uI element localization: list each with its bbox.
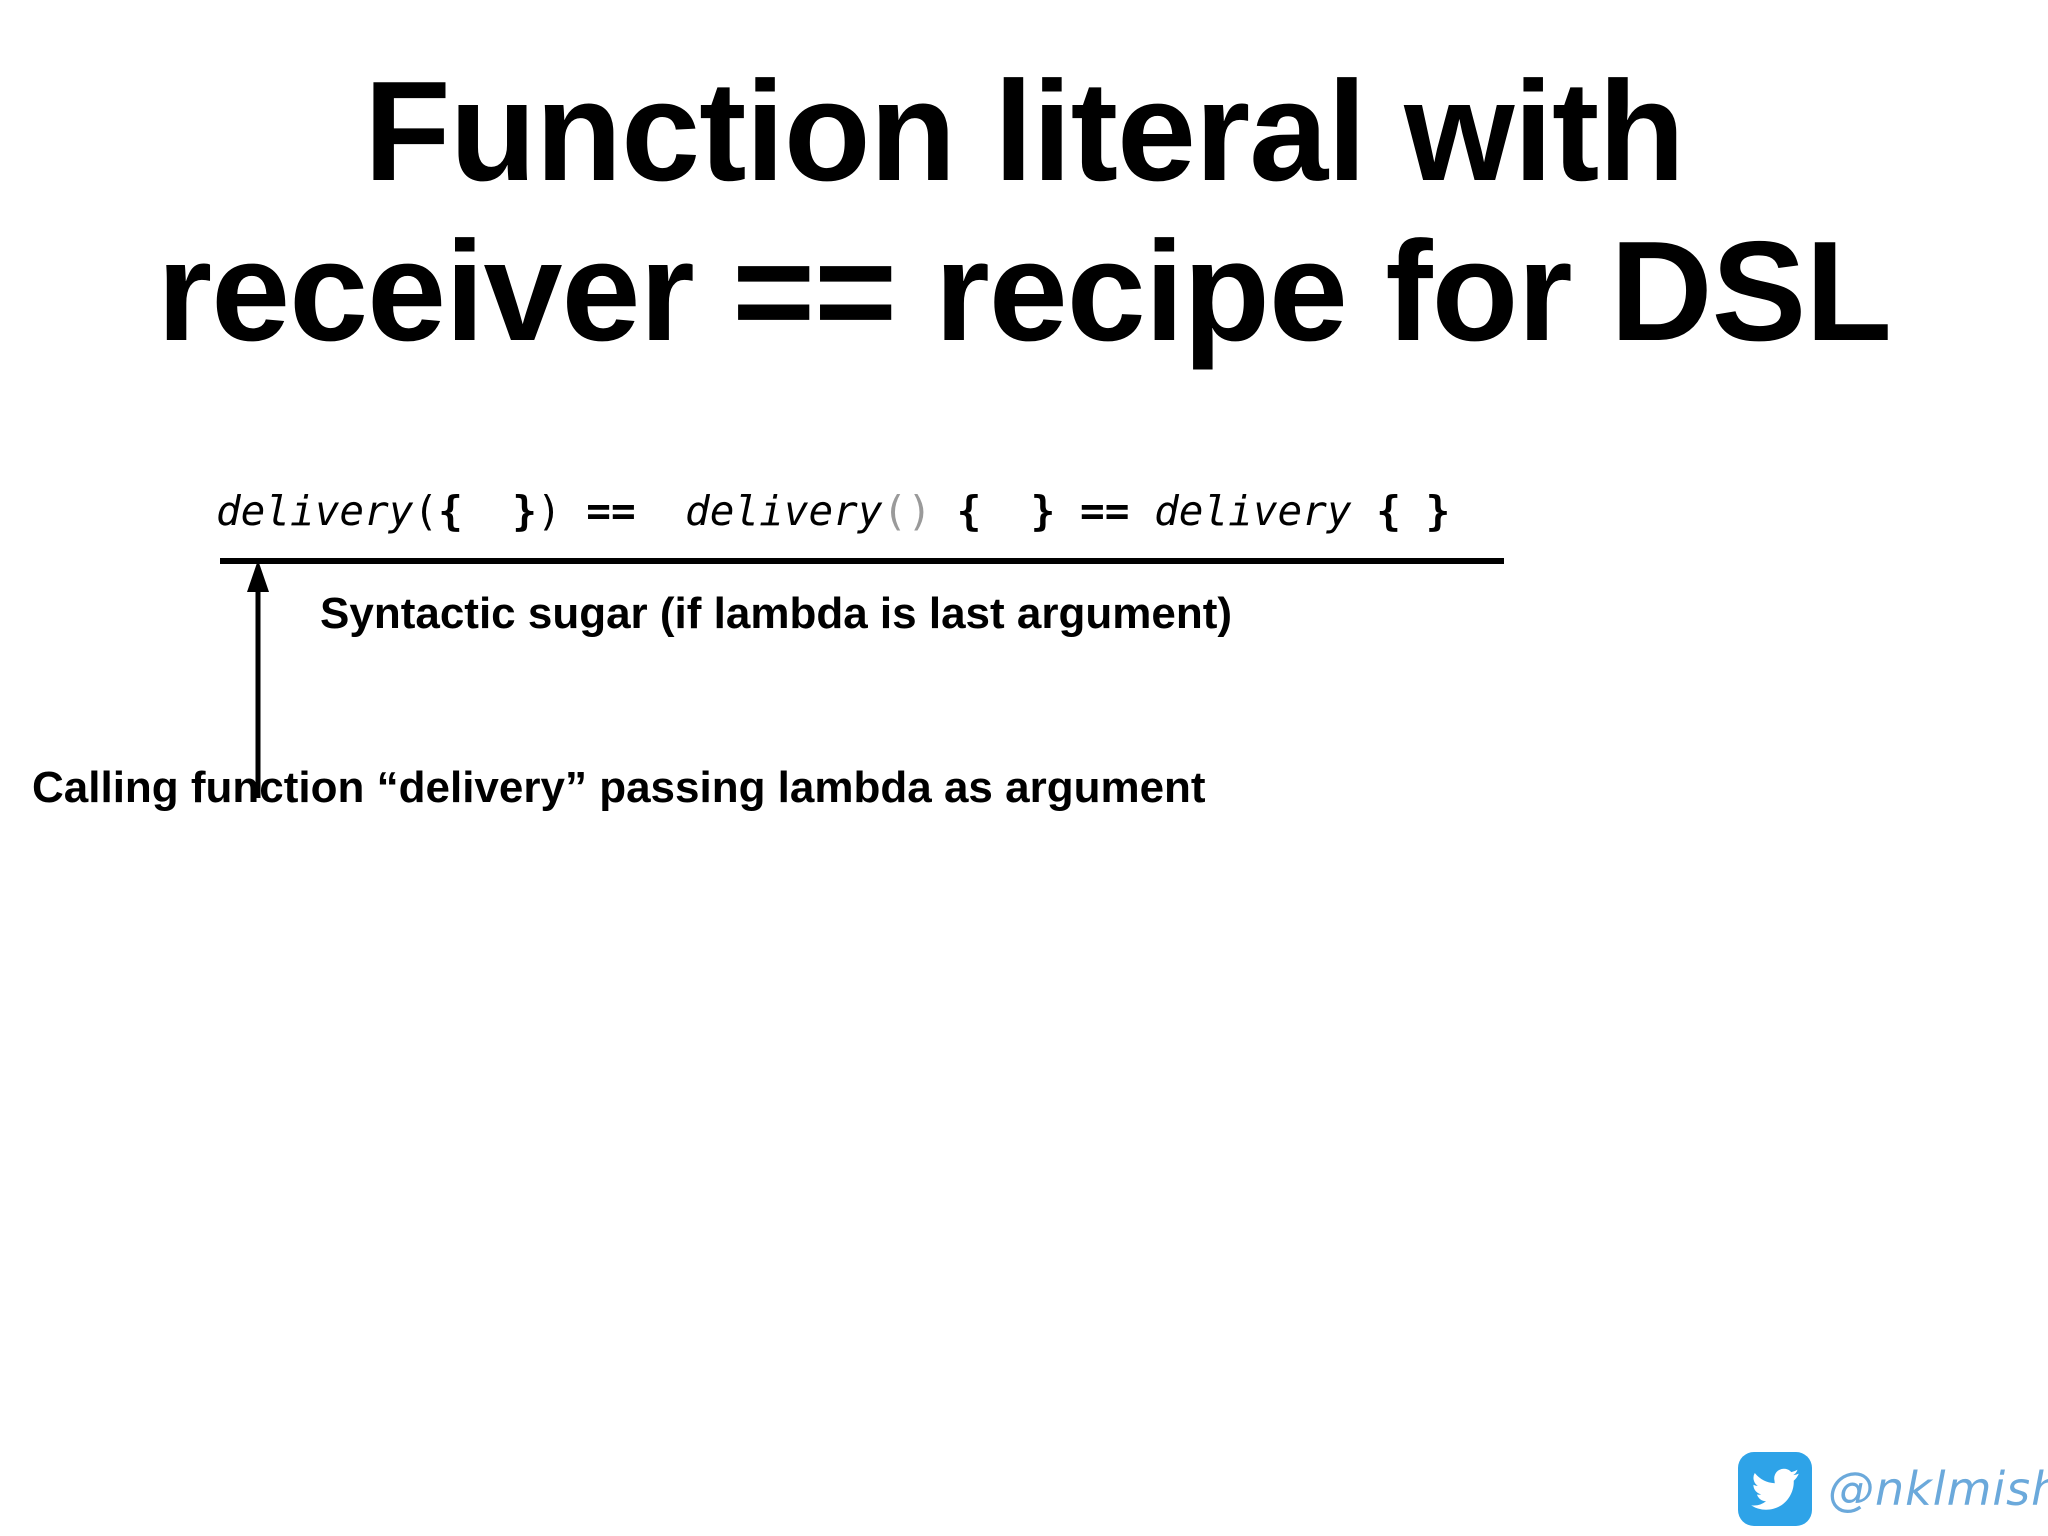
code-ident-1: delivery [216,487,414,535]
code-ident-3: delivery [1154,487,1352,535]
code-lambda-braces-2: { } [956,487,1056,535]
code-close-paren: ) [536,487,562,535]
code-operator-2: == [1080,487,1130,535]
code-operator-1: == [586,487,636,535]
twitter-bird-icon [1738,1452,1812,1526]
annotation-calling-function: Calling function “delivery” passing lamb… [32,763,1206,812]
annotation-syntactic-sugar: Syntactic sugar (if lambda is last argum… [320,589,1233,638]
code-lambda-braces-3: { } [1376,487,1451,535]
code-expression: delivery({ }) == delivery() { } == deliv… [216,484,1450,538]
twitter-handle-text: @nklmish [1828,1462,2048,1516]
page-title: Function literal with receiver == recipe… [0,52,2048,372]
code-ident-2: delivery [685,487,883,535]
title-line-1: Function literal with [363,52,1685,211]
twitter-badge[interactable]: @nklmish [1738,1452,2048,1526]
code-lambda-braces-1: { } [438,487,537,535]
code-empty-parens: () [882,487,932,535]
code-open-paren: ( [413,487,439,535]
code-underline-rule [220,558,1504,564]
title-line-2: receiver == recipe for DSL [156,212,1892,371]
